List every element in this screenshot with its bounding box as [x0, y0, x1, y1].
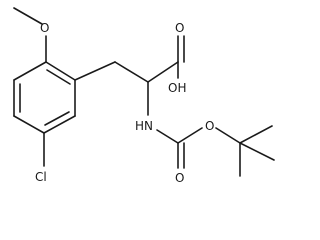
ring-bond-6 [13, 61, 47, 81]
carbamate-bond-2 [177, 127, 203, 144]
methoxy-oxygen-label: O [40, 21, 49, 35]
ring-bond-3 [43, 115, 76, 134]
tbutyl-methyl-2 [239, 142, 275, 161]
amine-label: HN [135, 119, 153, 133]
methyl-bond [13, 7, 43, 25]
chemical-structure: O Cl O OH HN O O [13, 7, 275, 185]
hydroxyl-label: OH [168, 81, 186, 95]
ch2-bond-1 [74, 61, 116, 81]
tbutyl-bond [215, 127, 241, 144]
ring-bond-1 [45, 61, 76, 81]
ring-double-bond-2 [44, 111, 70, 126]
benzene-ring [13, 61, 76, 134]
carbamate-ester-oxygen-label: O [205, 119, 214, 133]
chlorine-label: Cl [35, 170, 47, 184]
carbamate-bond-1 [156, 129, 179, 144]
carbonyl-oxygen-label: O [175, 21, 184, 35]
ch2-bond-2 [114, 61, 149, 83]
ring-bond-4 [13, 115, 45, 134]
ring-double-bond-1 [46, 69, 71, 85]
tbutyl-methyl-1 [239, 125, 273, 144]
carbamate-oxygen-label: O [175, 171, 184, 185]
alpha-carboxyl-bond [147, 61, 179, 83]
